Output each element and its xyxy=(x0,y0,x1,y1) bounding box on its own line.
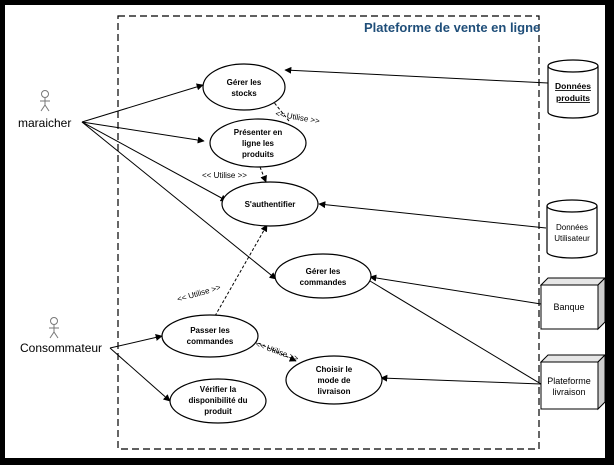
use-case-ellipse xyxy=(221,181,319,227)
node-label-line: livraison xyxy=(552,387,585,397)
use-case-label-line: produits xyxy=(242,150,275,159)
association-line xyxy=(81,121,228,202)
database-donnees-utilisateur: Données Utilisateur xyxy=(546,199,598,259)
database-icon xyxy=(547,59,599,119)
actor-label: Consommateur xyxy=(20,341,102,355)
use-case-authentifier: S'authentifier xyxy=(221,181,319,227)
node-banque: Banque xyxy=(539,276,607,331)
database-donnees-produits: Données produits xyxy=(547,59,599,119)
use-case-label-line: produit xyxy=(204,407,232,416)
node-label-line: Plateforme xyxy=(547,376,591,386)
actor-consommateur: Consommateur xyxy=(20,317,102,355)
database-label-line: produits xyxy=(556,93,590,103)
use-case-ellipse xyxy=(274,253,372,299)
association-line xyxy=(284,66,549,84)
use-case-label-line: livraison xyxy=(318,387,351,396)
database-icon xyxy=(546,199,598,259)
use-case-label-line: Présenter en xyxy=(234,128,283,137)
dependency-line xyxy=(259,166,267,183)
database-label-line: Données xyxy=(555,81,591,91)
node-box-icon xyxy=(539,276,607,331)
association-line xyxy=(81,121,205,144)
utilise-label: << Utilise >> xyxy=(202,171,247,180)
use-case-verifier-disponibilite: Vérifier la disponibilité du produit xyxy=(169,378,267,424)
association-line xyxy=(380,374,542,385)
use-case-label-line: Vérifier la xyxy=(200,385,237,394)
association-line xyxy=(318,201,547,229)
stick-figure-icon xyxy=(40,90,50,112)
use-case-label-line: Choisir le xyxy=(316,365,353,374)
actor-maraicher: maraicher xyxy=(18,90,71,130)
association-line xyxy=(81,83,204,123)
use-case-choisir-livraison: Choisir le mode de livraison xyxy=(285,355,383,405)
use-case-label-line: commandes xyxy=(187,337,234,346)
database-label-line: Utilisateur xyxy=(554,234,590,243)
database-label-line: Données xyxy=(556,223,588,232)
association-line xyxy=(369,274,542,305)
dependency-line xyxy=(253,340,297,362)
use-case-presenter-produits: Présenter en ligne les produits xyxy=(209,118,307,168)
use-case-ellipse xyxy=(169,378,267,424)
use-case-label-line: Passer les xyxy=(190,326,230,335)
association-line xyxy=(109,334,163,349)
stick-figure-icon xyxy=(49,317,59,339)
use-case-label-line: stocks xyxy=(231,89,257,98)
use-case-label-line: disponibilité du xyxy=(188,396,247,405)
node-box-icon xyxy=(539,353,607,411)
use-case-ellipse xyxy=(161,314,259,358)
node-label: Banque xyxy=(553,302,584,312)
use-case-label-line: Gérer les xyxy=(227,78,262,87)
system-title: Plateforme de vente en ligne xyxy=(364,20,540,35)
node-plateforme-livraison: Plateforme livraison xyxy=(539,353,607,411)
use-case-passer-commandes: Passer les commandes xyxy=(161,314,259,358)
dependency-line xyxy=(214,224,268,317)
use-case-label-line: S'authentifier xyxy=(245,200,296,209)
use-case-ellipse xyxy=(285,355,383,405)
association-line xyxy=(109,347,171,402)
use-case-ellipse xyxy=(209,118,307,168)
use-case-label-line: Gérer les xyxy=(306,267,341,276)
association-line xyxy=(81,121,277,280)
use-case-gerer-stocks: Gérer les stocks xyxy=(202,63,286,111)
use-case-label-line: commandes xyxy=(300,278,347,287)
association-line xyxy=(369,280,542,385)
use-case-gerer-commandes: Gérer les commandes xyxy=(274,253,372,299)
use-case-ellipse xyxy=(202,63,286,111)
actor-label: maraicher xyxy=(18,116,71,130)
use-case-label-line: mode de xyxy=(318,376,351,385)
system-boundary xyxy=(117,15,540,450)
use-case-label-line: ligne les xyxy=(242,139,275,148)
